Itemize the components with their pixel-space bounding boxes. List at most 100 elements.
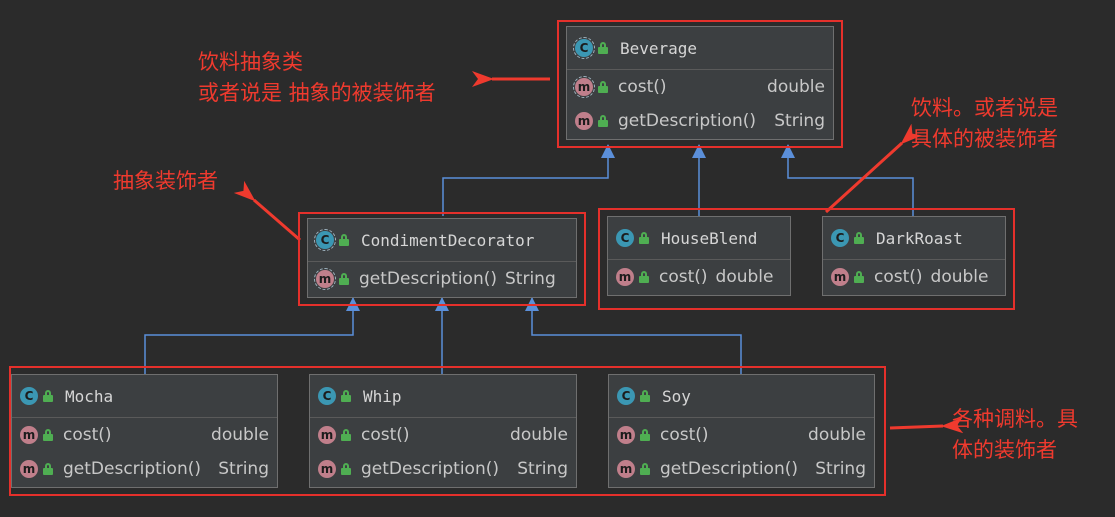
annotation-concrete-beverage: 饮料。或者说是 具体的被装饰者 [911,93,1058,155]
public-visibility-icon [43,390,55,402]
method-name: cost() [361,425,410,445]
highlight-beverage [557,20,843,148]
abstract-method-icon: m [573,76,595,98]
class-house-blend[interactable]: C HouseBlend m cost() double [607,216,791,296]
annotation-line: 或者说是 抽象的被装饰者 [198,81,436,105]
method-row[interactable]: m cost() double [310,418,576,452]
public-visibility-icon [854,232,866,244]
method-name: cost() [63,425,112,445]
public-visibility-icon [339,273,351,285]
public-visibility-icon [640,463,652,475]
class-name: Mocha [65,386,114,406]
class-header: C Mocha [12,375,277,418]
class-icon: C [20,387,38,405]
public-visibility-icon [341,429,353,441]
class-beverage[interactable]: C Beverage m cost() double m getDescript… [566,26,834,140]
method-row[interactable]: m cost() double [608,260,790,294]
public-visibility-icon [854,271,866,283]
method-return-type: double [767,77,825,97]
method-name: cost() [659,267,708,287]
annotation-line: 饮料抽象类 [198,50,303,74]
annotation-line: 抽象装饰者 [113,169,218,193]
method-return-type: String [774,111,825,131]
class-condiment-decorator[interactable]: C CondimentDecorator m getDescription() … [307,218,577,298]
method-icon: m [318,460,336,478]
method-icon: m [20,460,38,478]
public-visibility-icon [598,42,610,54]
public-visibility-icon [640,390,652,402]
annotation-line: 具体的被装饰者 [911,127,1058,151]
class-whip[interactable]: C Whip m cost() double m getDescription(… [309,374,577,488]
abstract-class-icon: C [314,229,336,251]
public-visibility-icon [598,81,610,93]
abstract-class-icon: C [573,37,595,59]
method-return-type: String [218,459,269,479]
method-row[interactable]: m cost() double [567,70,833,104]
class-header: C CondimentDecorator [308,219,576,262]
method-row[interactable]: m getDescription() String [310,452,576,486]
class-header: C Soy [609,375,874,418]
annotation-abstract-decorator: 抽象装饰者 [113,166,218,197]
method-icon: m [831,268,849,286]
annotation-arrow-concrete-beverage [824,123,923,214]
method-name: cost() [874,267,923,287]
abstract-method-icon: m [314,268,336,290]
method-name: cost() [660,425,709,445]
method-return-type: double [211,425,269,445]
class-name: Whip [363,386,402,406]
method-icon: m [617,426,635,444]
annotation-line: 各种调料。具 [952,407,1078,431]
method-return-type: String [517,459,568,479]
annotation-arrow-concrete-decorators [889,417,964,434]
public-visibility-icon [341,463,353,475]
method-name: getDescription() [660,459,799,479]
annotation-line: 饮料。或者说是 [911,96,1058,120]
public-visibility-icon [639,271,651,283]
class-header: C Beverage [567,27,833,70]
method-row[interactable]: m getDescription() String [567,104,833,138]
edge-dark-roast-to-beverage [781,144,914,216]
annotation-line: 体的装饰者 [952,438,1057,462]
method-icon: m [20,426,38,444]
highlight-condiment-decorator [298,212,586,306]
method-return-type: String [505,269,556,289]
class-name: DarkRoast [876,228,963,248]
public-visibility-icon [339,234,351,246]
annotation-abstract-beverage: 饮料抽象类 或者说是 抽象的被装饰者 [198,47,436,109]
method-name: getDescription() [361,459,500,479]
method-row[interactable]: m getDescription() String [308,262,576,296]
method-row[interactable]: m cost() double [823,260,1005,294]
method-name: getDescription() [359,269,498,289]
method-row[interactable]: m cost() double [12,418,277,452]
public-visibility-icon [640,429,652,441]
public-visibility-icon [43,463,55,475]
class-header: C Whip [310,375,576,418]
class-soy[interactable]: C Soy m cost() double m getDescription()… [608,374,875,488]
highlight-concrete-beverages [598,208,1015,310]
class-name: CondimentDecorator [361,230,535,250]
method-return-type: double [715,267,774,287]
method-row[interactable]: m getDescription() String [609,452,874,486]
class-header: C HouseBlend [608,217,790,260]
class-name: Beverage [620,38,698,58]
method-icon: m [575,112,593,130]
method-row[interactable]: m cost() double [609,418,874,452]
method-icon: m [617,460,635,478]
class-mocha[interactable]: C Mocha m cost() double m getDescription… [11,374,278,488]
class-icon: C [831,229,849,247]
annotation-arrow-condiment-decorator [233,180,301,242]
method-return-type: double [808,425,866,445]
method-return-type: double [510,425,568,445]
class-name: HouseBlend [661,228,758,248]
method-name: cost() [618,77,667,97]
class-dark-roast[interactable]: C DarkRoast m cost() double [822,216,1006,296]
class-icon: C [318,387,336,405]
edge-mocha-to-condiment-decorator [144,297,360,374]
highlight-concrete-decorators [9,366,886,496]
class-header: C DarkRoast [823,217,1005,260]
class-name: Soy [662,386,691,406]
public-visibility-icon [43,429,55,441]
method-row[interactable]: m getDescription() String [12,452,277,486]
public-visibility-icon [598,115,610,127]
annotation-concrete-decorators: 各种调料。具 体的装饰者 [952,404,1078,466]
